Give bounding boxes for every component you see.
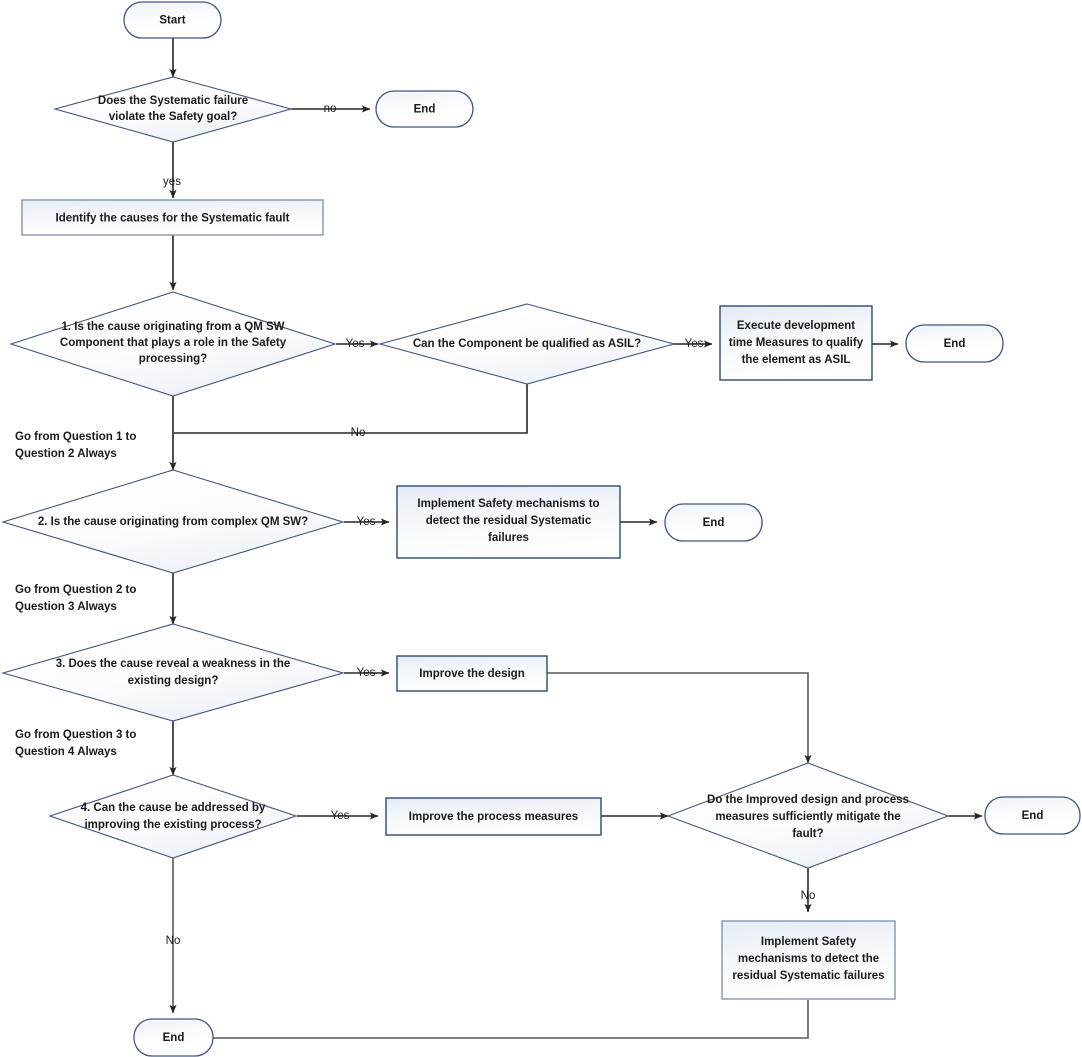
decision-safety-goal-line-1: Does the Systematic failure bbox=[98, 95, 248, 107]
execute-line-3: the element as ASIL bbox=[742, 354, 851, 366]
node-execute-development-measures[interactable]: Execute development time Measures to qua… bbox=[719, 305, 873, 381]
edge-q1yes-no bbox=[174, 381, 528, 434]
improve-process-measures-label: Improve the process measures bbox=[409, 811, 578, 823]
implement-1-line-3: failures bbox=[488, 532, 529, 544]
implement-safety-2-shape bbox=[721, 920, 896, 1000]
question-2-label: 2. Is the cause originating from complex… bbox=[38, 516, 308, 528]
execute-development-measures-shape bbox=[719, 305, 873, 381]
question-mitigation-line-1: Do the Improved design and process bbox=[707, 794, 909, 806]
end-no-violation-label: End bbox=[414, 104, 436, 116]
question-1-line-1: 1. Is the cause originating from a QM SW bbox=[61, 321, 284, 333]
edge-label-q4-yes: Yes bbox=[331, 810, 350, 822]
question-mitigation-line-3: fault? bbox=[792, 828, 823, 840]
implement-safety-1-shape bbox=[396, 485, 621, 559]
node-identify-causes[interactable]: Identify the causes for the Systematic f… bbox=[21, 199, 324, 236]
question-3-line-1: 3. Does the cause reveal a weakness in t… bbox=[56, 658, 291, 670]
identify-causes-shape bbox=[21, 199, 324, 236]
execute-line-2: time Measures to qualify bbox=[729, 337, 864, 349]
end-residual-detected-label: End bbox=[703, 517, 725, 529]
note-question-3-to-4: Go from Question 3 to Question 4 Always bbox=[15, 729, 136, 758]
node-implement-safety-mechanisms-1[interactable]: Implement Safety mechanisms to detect th… bbox=[396, 485, 621, 559]
end-mitigated-label: End bbox=[1022, 810, 1044, 822]
node-component-qualified-asil[interactable]: Can the Component be qualified as ASIL? bbox=[377, 303, 677, 385]
question-1-shape bbox=[9, 291, 337, 397]
note-2-line-2: Question 3 Always bbox=[15, 601, 117, 613]
node-question-3[interactable]: 3. Does the cause reveal a weakness in t… bbox=[0, 623, 346, 722]
question-4-line-2: improving the existing process? bbox=[84, 819, 261, 831]
edge-label-q4-no: No bbox=[166, 935, 181, 947]
node-end-residual-detected[interactable]: End bbox=[664, 503, 763, 542]
node-improve-design[interactable]: Improve the design bbox=[396, 655, 548, 692]
improve-design-label: Improve the design bbox=[419, 668, 524, 680]
node-decision-safety-goal[interactable]: Does the Systematic failure violate the … bbox=[52, 76, 294, 143]
question-4-line-1: 4. Can the cause be addressed by bbox=[81, 802, 266, 814]
edge-label-d0-yes: yes bbox=[163, 176, 181, 188]
implement-1-line-2: detect the residual Systematic bbox=[426, 515, 592, 527]
note-3-line-2: Question 4 Always bbox=[15, 746, 117, 758]
question-mitigation-shape bbox=[666, 762, 950, 869]
end-mitigated-shape bbox=[984, 796, 1081, 835]
note-2-line-1: Go from Question 2 to bbox=[15, 584, 136, 596]
identify-causes-label: Identify the causes for the Systematic f… bbox=[56, 213, 290, 225]
node-start[interactable]: Start bbox=[123, 1, 222, 39]
decision-safety-goal-shape bbox=[52, 76, 294, 143]
end-residual-detected-shape bbox=[664, 503, 763, 542]
edge-label-q1yes-yes: Yes bbox=[685, 338, 704, 350]
node-end-mitigated[interactable]: End bbox=[984, 796, 1081, 835]
end-final-label: End bbox=[163, 1032, 185, 1044]
node-question-2[interactable]: 2. Is the cause originating from complex… bbox=[1, 469, 345, 574]
question-3-shape bbox=[0, 623, 346, 722]
note-3-line-1: Go from Question 3 to bbox=[15, 729, 136, 741]
node-question-1[interactable]: 1. Is the cause originating from a QM SW… bbox=[9, 291, 337, 397]
end-asil-qualified-shape bbox=[905, 324, 1004, 363]
improve-process-measures-shape bbox=[385, 797, 602, 836]
implement-2-line-3: residual Systematic failures bbox=[732, 970, 884, 982]
edge-label-q1-yes: Yes bbox=[346, 338, 365, 350]
improve-design-shape bbox=[396, 655, 548, 692]
edge-label-q2-yes: Yes bbox=[357, 516, 376, 528]
edge-label-q3-yes: Yes bbox=[357, 667, 376, 679]
node-end-asil-qualified[interactable]: End bbox=[905, 324, 1004, 363]
question-1-line-3: processing? bbox=[139, 353, 207, 365]
component-qualified-asil-shape bbox=[377, 303, 677, 385]
edge-label-q1yes-no: No bbox=[351, 427, 366, 439]
question-1-line-2: Component that plays a role in the Safet… bbox=[60, 337, 287, 349]
note-question-2-to-3: Go from Question 2 to Question 3 Always bbox=[15, 584, 136, 613]
decision-safety-goal-line-2: violate the Safety goal? bbox=[109, 111, 237, 123]
note-question-1-to-2: Go from Question 1 to Question 2 Always bbox=[15, 431, 136, 460]
edge-label-d0-no: no bbox=[324, 103, 337, 115]
execute-line-1: Execute development bbox=[737, 320, 855, 332]
node-improve-process-measures[interactable]: Improve the process measures bbox=[385, 797, 602, 836]
start-shape bbox=[123, 1, 222, 39]
node-end-no-violation[interactable]: End bbox=[375, 90, 474, 128]
implement-2-line-1: Implement Safety bbox=[761, 936, 857, 948]
start-label: Start bbox=[159, 15, 185, 27]
edge-improvedesign-to-q5 bbox=[547, 672, 812, 764]
note-1-line-1: Go from Question 1 to bbox=[15, 431, 136, 443]
node-implement-safety-mechanisms-2[interactable]: Implement Safety mechanisms to detect th… bbox=[721, 920, 896, 1000]
edge-label-q5-no: No bbox=[801, 890, 816, 902]
question-mitigation-line-2: measures sufficiently mitigate the bbox=[715, 811, 900, 823]
end-final-shape bbox=[133, 1018, 214, 1057]
component-qualified-asil-label: Can the Component be qualified as ASIL? bbox=[413, 338, 641, 350]
note-1-line-2: Question 2 Always bbox=[15, 448, 117, 460]
question-2-shape bbox=[1, 469, 345, 574]
end-no-violation-shape bbox=[375, 90, 474, 128]
node-question-mitigation[interactable]: Do the Improved design and process measu… bbox=[666, 762, 950, 869]
end-asil-qualified-label: End bbox=[944, 338, 966, 350]
node-end-final[interactable]: End bbox=[133, 1018, 214, 1057]
node-question-4[interactable]: 4. Can the cause be addressed by improvi… bbox=[48, 774, 298, 859]
implement-2-line-2: mechanisms to detect the bbox=[738, 953, 879, 965]
edge-implement2-to-end4 bbox=[194, 1000, 809, 1042]
question-3-line-2: existing design? bbox=[128, 675, 219, 687]
question-4-shape bbox=[48, 774, 298, 859]
implement-1-line-1: Implement Safety mechanisms to bbox=[417, 498, 599, 510]
